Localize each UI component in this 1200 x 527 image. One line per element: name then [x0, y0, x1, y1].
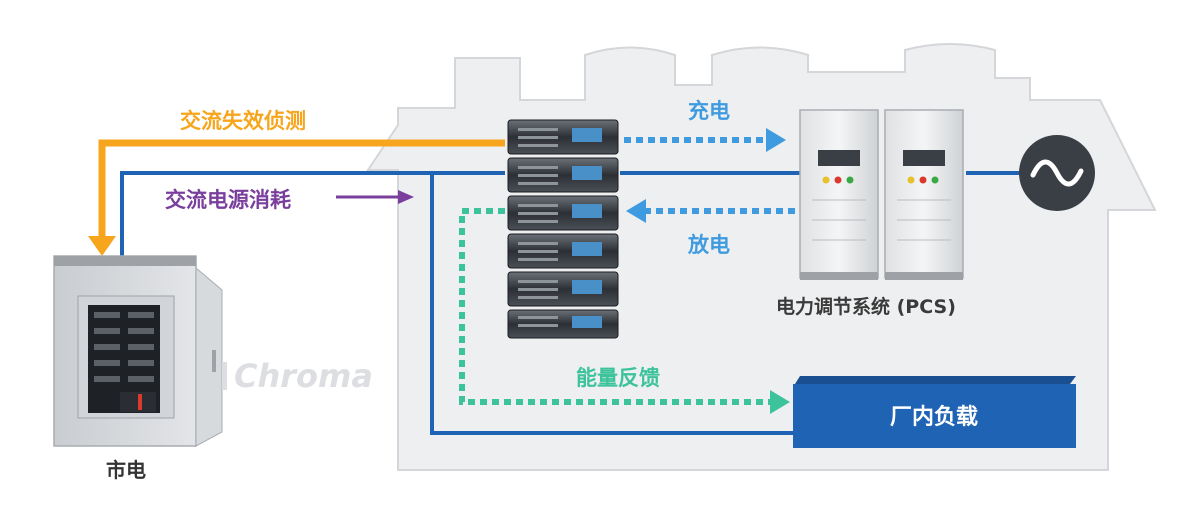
grid-connection-line — [120, 171, 1022, 435]
pcs-label: 电力调节系统 (PCS) — [776, 295, 956, 318]
ac-consumption-label: 交流电源消耗 — [165, 188, 291, 212]
ac-sine-icon — [1019, 135, 1095, 211]
watermark-bar — [222, 362, 227, 390]
pcs-cabinet-icon — [799, 109, 964, 280]
distribution-panel-icon — [53, 255, 223, 447]
plant-load-label: 厂内负载 — [890, 404, 978, 430]
feedback-label: 能量反馈 — [576, 366, 660, 390]
discharge-label: 放电 — [687, 233, 730, 257]
plant-load-box — [793, 376, 1076, 448]
ac-failure-line — [88, 139, 505, 256]
grid-label: 市电 — [106, 458, 146, 482]
discharge-arrow — [626, 199, 800, 223]
charge-label: 充电 — [688, 99, 730, 123]
feedback-arrow — [459, 208, 790, 414]
charge-arrow — [624, 128, 786, 152]
rack-unit-icon — [507, 119, 619, 339]
ac-failure-label: 交流失效侦测 — [180, 109, 306, 133]
ac-consumption-arrow — [336, 190, 414, 204]
watermark-logo: Chroma — [234, 357, 373, 395]
